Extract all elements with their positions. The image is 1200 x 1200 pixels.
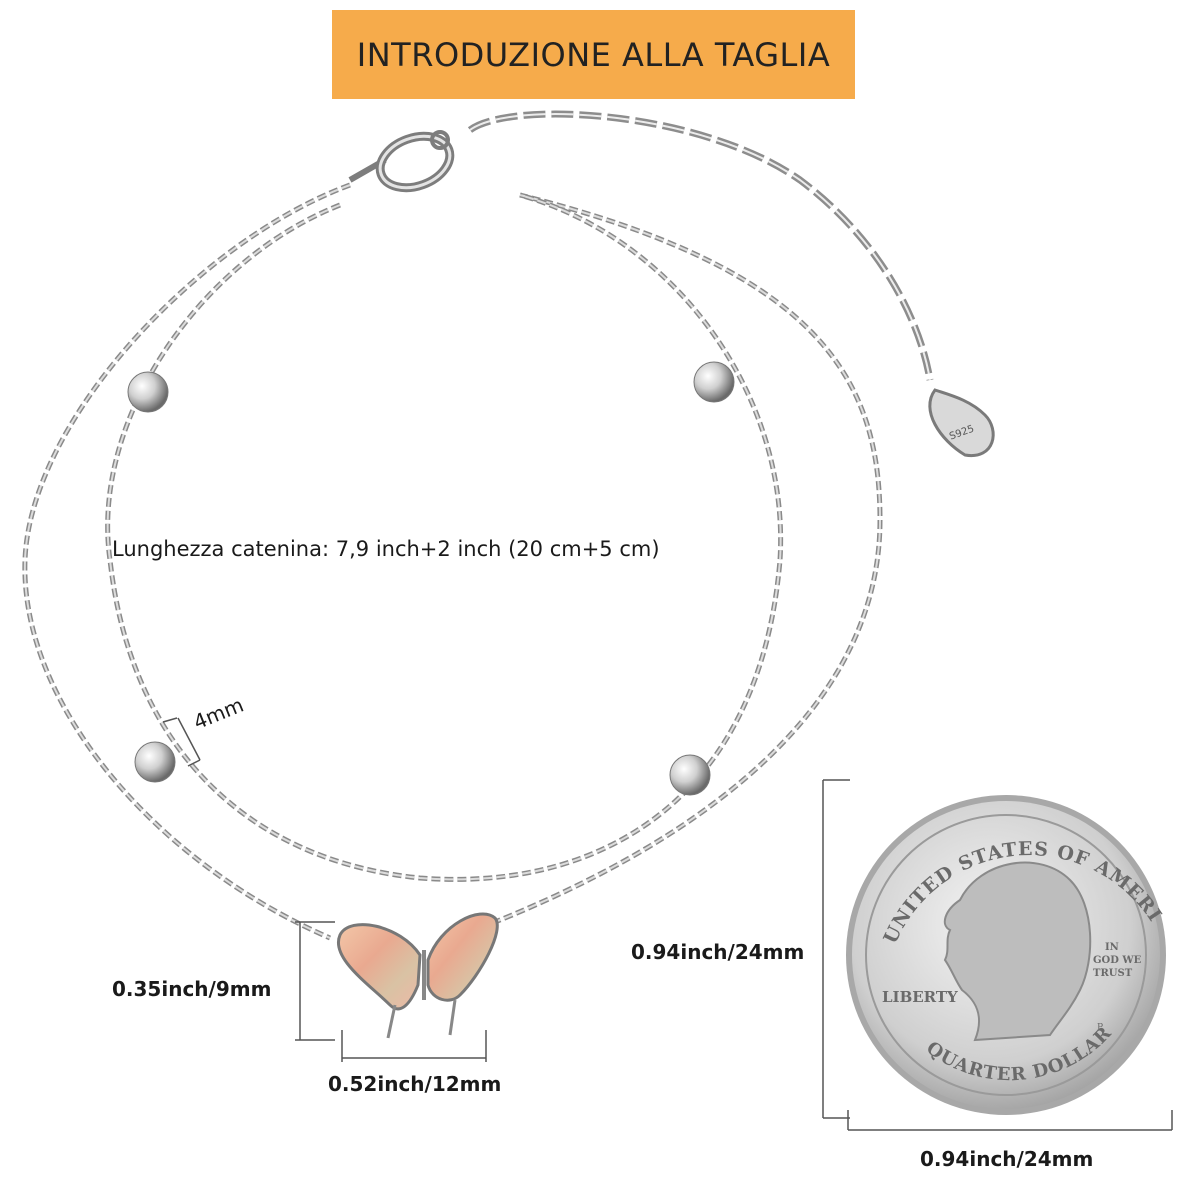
banner-title: INTRODUZIONE ALLA TAGLIA — [356, 35, 831, 74]
bead-dimension — [162, 717, 201, 767]
s925-tag: S925 — [928, 388, 995, 457]
coin-mint-mark: P — [1097, 1023, 1103, 1033]
coin-liberty: LIBERTY — [882, 988, 958, 1006]
butterfly-height-label: 0.35inch/9mm — [112, 977, 272, 1001]
coin-height-label: 0.94inch/24mm — [631, 940, 805, 964]
title-banner: INTRODUZIONE ALLA TAGLIA — [332, 10, 855, 99]
coin-motto-3: TRUST — [1093, 968, 1133, 979]
coin-motto-2: GOD WE — [1093, 955, 1142, 966]
bead — [693, 361, 735, 403]
coin-width-label: 0.94inch/24mm — [920, 1147, 1094, 1171]
coin-width-dimension — [847, 1110, 1173, 1131]
bead — [669, 754, 711, 796]
extender-chain — [467, 110, 934, 381]
butterfly-width-label: 0.52inch/12mm — [328, 1072, 502, 1096]
butterfly-width-dimension — [341, 1030, 487, 1062]
butterfly-height-dimension — [295, 921, 335, 1041]
bead — [134, 741, 176, 783]
bead — [127, 371, 169, 413]
coin-motto-1: IN — [1105, 942, 1119, 953]
chain-length-label: Lunghezza catenina: 7,9 inch+2 inch (20 … — [112, 537, 660, 561]
outer-chain — [22, 182, 351, 941]
lobster-clasp — [348, 130, 455, 193]
outer-chain-right — [479, 192, 883, 931]
coin-height-dimension — [822, 779, 850, 1119]
butterfly-pendant — [336, 912, 499, 1039]
washington-profile — [943, 861, 1092, 1042]
